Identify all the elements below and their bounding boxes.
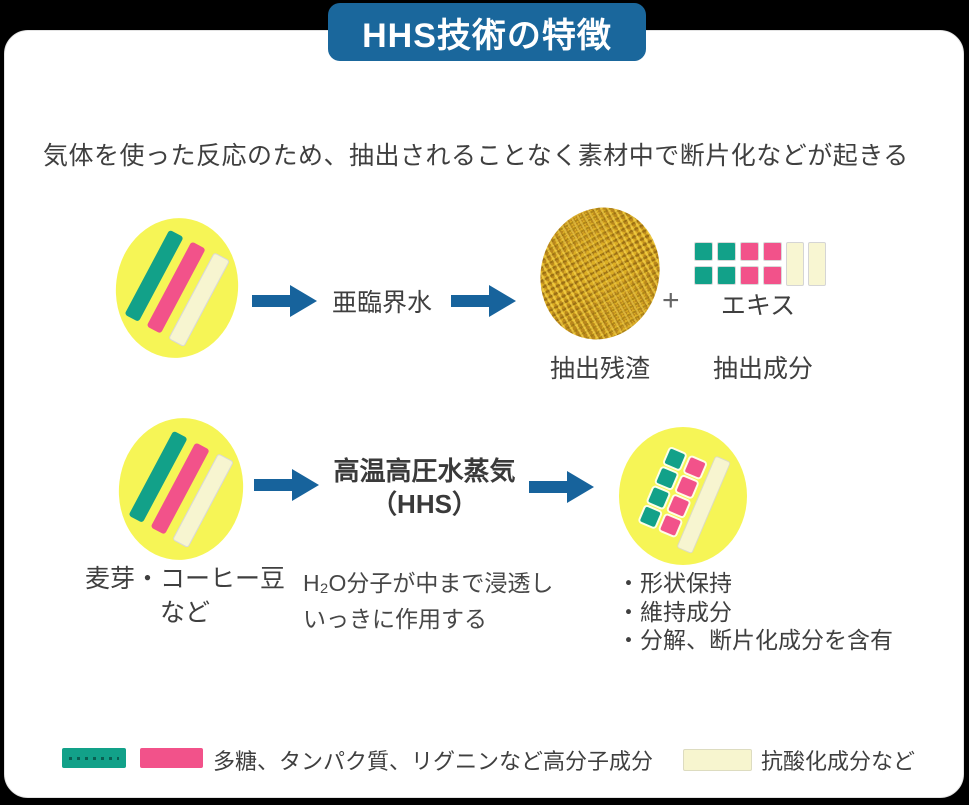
result-item: ・維持成分 — [617, 598, 732, 625]
extract-label: エキス — [720, 292, 796, 320]
legend-cream-swatch — [683, 749, 752, 771]
protein-fragment-icon — [667, 494, 689, 516]
protein-square-icon — [763, 266, 782, 285]
subcritical-water-label: 亜臨界水 — [332, 289, 433, 317]
protein-square-icon — [763, 242, 782, 261]
result-item: ・分解、断片化成分を含有 — [617, 627, 893, 653]
antioxidant-bar-icon — [786, 242, 804, 286]
source-material-line2: など — [159, 598, 210, 627]
polysaccharide-square-icon — [694, 242, 713, 261]
legend-teal-swatch — [62, 748, 126, 768]
content-card — [4, 30, 964, 798]
legend-antioxidant-label: 抗酸化成分など — [761, 749, 916, 774]
hhs-process-line2: （HHS） — [371, 489, 478, 520]
fragmented-result-ellipse — [619, 427, 747, 565]
polysaccharide-fragment-icon — [639, 505, 661, 527]
page-title: HHS技術の特徴 — [362, 16, 612, 55]
plus-sign: + — [662, 284, 680, 317]
h2o-note-line1: H₂O分子が中まで浸透し — [303, 570, 554, 596]
flow-arrow-icon — [254, 468, 320, 502]
flow-arrow-icon — [451, 284, 517, 318]
polysaccharide-fragment-icon — [647, 486, 669, 508]
pink-square-column — [763, 242, 782, 285]
result-item: ・形状保持 — [617, 570, 732, 596]
result-list: ・形状保持 ・維持成分 ・分解、断片化成分を含有 — [617, 569, 893, 655]
protein-square-icon — [740, 266, 759, 285]
protein-fragment-icon — [676, 475, 698, 497]
polysaccharide-square-icon — [717, 266, 736, 285]
residue-label: 抽出残渣 — [549, 355, 650, 383]
source-material-label: 麦芽・コーヒー豆 など — [80, 563, 290, 631]
pink-square-column — [740, 242, 759, 285]
protein-fragment-icon — [684, 456, 706, 478]
h2o-note: H₂O分子が中まで浸透し いっきに作用する — [303, 566, 553, 637]
protein-square-icon — [740, 242, 759, 261]
description-heading: 気体を使った反応のため、抽出されることなく素材中で断片化などが起きる — [43, 142, 909, 170]
flow-arrow-icon — [252, 284, 318, 318]
antioxidant-bar-icon — [808, 242, 826, 286]
legend-polymer-label: 多糖、タンパク質、リグニンなど高分子成分 — [213, 749, 654, 774]
extract-components-grid — [694, 242, 826, 286]
polysaccharide-fragment-icon — [655, 467, 677, 489]
teal-square-column — [717, 242, 736, 285]
source-material-line1: 麦芽・コーヒー豆 — [84, 565, 285, 593]
hhs-process-line1: 高温高圧水蒸気 — [333, 456, 516, 486]
polysaccharide-square-icon — [694, 266, 713, 285]
title-banner: HHS技術の特徴 — [328, 3, 646, 61]
legend-pink-swatch — [140, 748, 203, 768]
protein-fragment-icon — [659, 514, 681, 536]
teal-square-column — [694, 242, 713, 285]
polysaccharide-square-icon — [717, 242, 736, 261]
hhs-process-label: 高温高圧水蒸気 （HHS） — [322, 455, 527, 521]
extract-components-label: 抽出成分 — [712, 355, 813, 383]
polysaccharide-fragment-icon — [664, 447, 686, 469]
h2o-note-line2: いっきに作用する — [303, 605, 487, 632]
flow-arrow-icon — [529, 470, 595, 504]
